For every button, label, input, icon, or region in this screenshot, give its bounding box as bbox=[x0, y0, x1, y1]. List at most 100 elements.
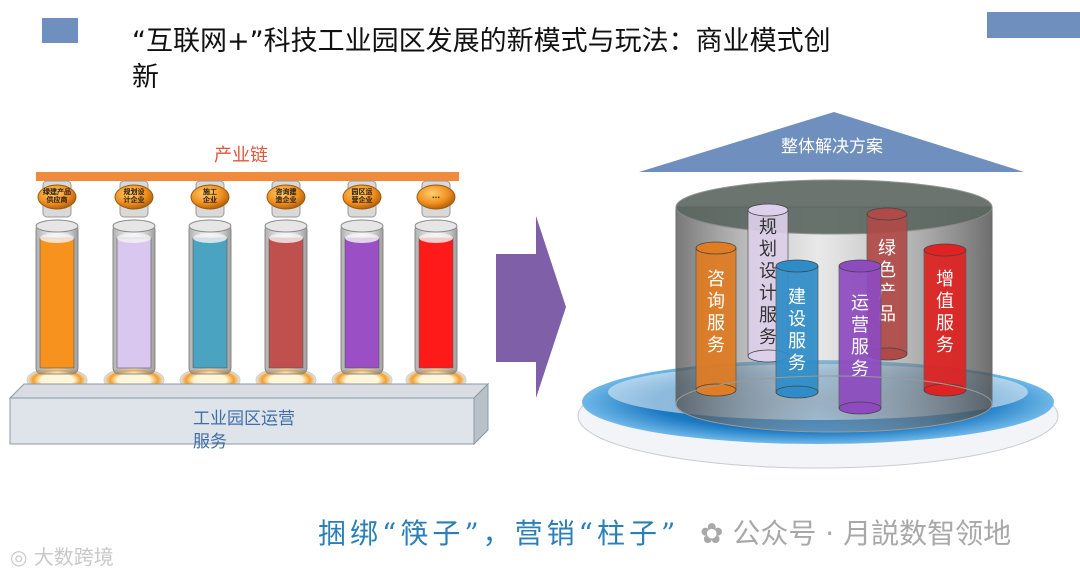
solution-column-label-char: 服 bbox=[759, 305, 777, 326]
column-liquid bbox=[418, 237, 454, 369]
solution-column-label: 规划设计服务 bbox=[759, 217, 777, 348]
solution-column-top bbox=[923, 243, 967, 257]
solution-column-top bbox=[866, 207, 908, 221]
chain-column: 咨询建造企业 bbox=[255, 180, 317, 393]
solution-column-top bbox=[695, 241, 737, 255]
solution-column-label-char: 务 bbox=[851, 359, 869, 380]
column-liquid-top bbox=[269, 233, 303, 243]
solution-column-label-char: 务 bbox=[936, 335, 954, 356]
watermark-left-text: 大数跨境 bbox=[33, 545, 114, 569]
solution-column-body bbox=[695, 247, 737, 391]
solution-column-label-char: 咨 bbox=[707, 269, 725, 290]
solution-column-label: 运营服务 bbox=[851, 293, 869, 380]
solution-column-label-char: 设 bbox=[788, 309, 806, 330]
solution-column-top bbox=[775, 259, 819, 273]
solution-column-label-char: 服 bbox=[851, 337, 869, 358]
solution-column-label-char: 规 bbox=[759, 217, 777, 238]
column-cap bbox=[37, 184, 77, 210]
column-label: 规划设计企业 bbox=[124, 187, 146, 204]
solution-column-bottom bbox=[775, 385, 819, 399]
solution-column-bottom bbox=[923, 383, 967, 397]
solution-column: 咨询服务 bbox=[695, 241, 737, 397]
column-label-line: 造企业 bbox=[276, 195, 297, 204]
industry-chain-group: 产业链 绿建产品供应商 规划设计企业 施工企业 咨询建造企业 园区运营企业 ··· 工业园… bbox=[8, 145, 490, 452]
watermark-logo: ◎ 大数跨境 bbox=[10, 541, 114, 570]
column-label-line: 绿建产品 bbox=[43, 187, 71, 196]
solution-column-label: 咨询服务 bbox=[707, 269, 725, 356]
column-cap bbox=[416, 184, 456, 210]
chain-column: 园区运营企业 bbox=[331, 180, 393, 393]
wechat-icon: ✿ bbox=[700, 517, 724, 550]
column-cap bbox=[266, 184, 306, 210]
platform-label-line1: 工业园区运营 bbox=[193, 409, 295, 429]
watermark-wechat: ✿ 公众号 · 月説数智领地 bbox=[700, 512, 1011, 552]
solution-column-label-char: 品 bbox=[878, 304, 896, 325]
solution-column-body bbox=[838, 265, 882, 409]
platform-label-line2: 服务 bbox=[193, 432, 227, 452]
solution-column: 规划设计服务 bbox=[747, 203, 789, 363]
column-liquid bbox=[116, 237, 152, 369]
solution-column-label-char: 服 bbox=[936, 313, 954, 334]
column-liquid-top bbox=[193, 233, 227, 243]
column-label-line: 企业 bbox=[202, 195, 217, 204]
solution-column-label-char: 务 bbox=[788, 353, 806, 374]
solution-column-label: 绿色产品 bbox=[878, 238, 896, 325]
column-label: 施工企业 bbox=[202, 187, 217, 204]
solution-column-label-char: 计 bbox=[759, 283, 777, 304]
solution-column-label-char: 划 bbox=[759, 239, 777, 260]
column-label-line: 供应商 bbox=[46, 195, 68, 204]
chain-column: 施工企业 bbox=[179, 180, 241, 393]
chain-column: ··· bbox=[405, 180, 467, 393]
solution-column-label-char: 务 bbox=[759, 327, 777, 348]
solution-column-label-char: 产 bbox=[878, 282, 896, 303]
column-rim bbox=[35, 219, 79, 233]
solution-column-label: 建设服务 bbox=[788, 287, 806, 374]
solution-column-label-char: 运 bbox=[851, 293, 869, 314]
logo-icon: ◎ bbox=[10, 545, 28, 569]
solution-column-label-char: 绿 bbox=[878, 238, 896, 259]
column-cap bbox=[114, 184, 154, 210]
column-cap bbox=[342, 184, 382, 210]
column-label: 绿建产品供应商 bbox=[43, 187, 71, 204]
solution-column-label-char: 营 bbox=[851, 315, 869, 336]
column-label-line: 施工 bbox=[203, 187, 217, 196]
solution-column-label-char: 务 bbox=[707, 335, 725, 356]
chain-column: 绿建产品供应商 bbox=[26, 180, 88, 393]
transition-arrow bbox=[496, 216, 566, 398]
solution-column-label-char: 增 bbox=[936, 269, 954, 290]
column-rim bbox=[340, 219, 384, 233]
page-title: “互联网+”科技工业园区发展的新模式与玩法：商业模式创新 bbox=[132, 26, 831, 93]
solution-column: 运营服务 bbox=[838, 259, 882, 415]
column-rim bbox=[414, 219, 458, 233]
solution-column-label: 增值服务 bbox=[936, 269, 954, 356]
decorative-block-left bbox=[42, 18, 78, 43]
column-liquid-top bbox=[117, 233, 151, 243]
column-cap bbox=[190, 184, 230, 210]
column-liquid bbox=[268, 237, 304, 369]
watermark-right-text: 公众号 · 月説数智领地 bbox=[732, 517, 1012, 550]
decorative-block-right bbox=[987, 12, 1080, 38]
solution-column-bottom bbox=[838, 401, 882, 415]
chain-beam bbox=[36, 172, 459, 181]
platform-top bbox=[8, 383, 490, 399]
chain-label: 产业链 bbox=[214, 145, 268, 166]
slogan: 捆绑“筷子”，营销“柱子” bbox=[318, 517, 680, 550]
column-label: 咨询建造企业 bbox=[276, 187, 298, 204]
column-rim bbox=[188, 219, 232, 233]
column-label-line: 园区运 bbox=[352, 187, 374, 196]
platform-front bbox=[9, 397, 475, 445]
column-label: ··· bbox=[432, 194, 440, 202]
column-label-line: 营企业 bbox=[352, 195, 373, 204]
chain-column: 规划设计企业 bbox=[103, 180, 165, 393]
solution-column: 增值服务 bbox=[923, 243, 967, 397]
column-label-line: 咨询建 bbox=[276, 187, 298, 196]
solution-column-label-char: 设 bbox=[759, 261, 777, 282]
solution-column-top bbox=[747, 203, 789, 217]
column-liquid bbox=[192, 237, 228, 369]
column-rim bbox=[112, 219, 156, 233]
column-label-line: ··· bbox=[432, 194, 440, 202]
drum-top bbox=[675, 179, 993, 235]
solution-column-label-char: 服 bbox=[788, 331, 806, 352]
